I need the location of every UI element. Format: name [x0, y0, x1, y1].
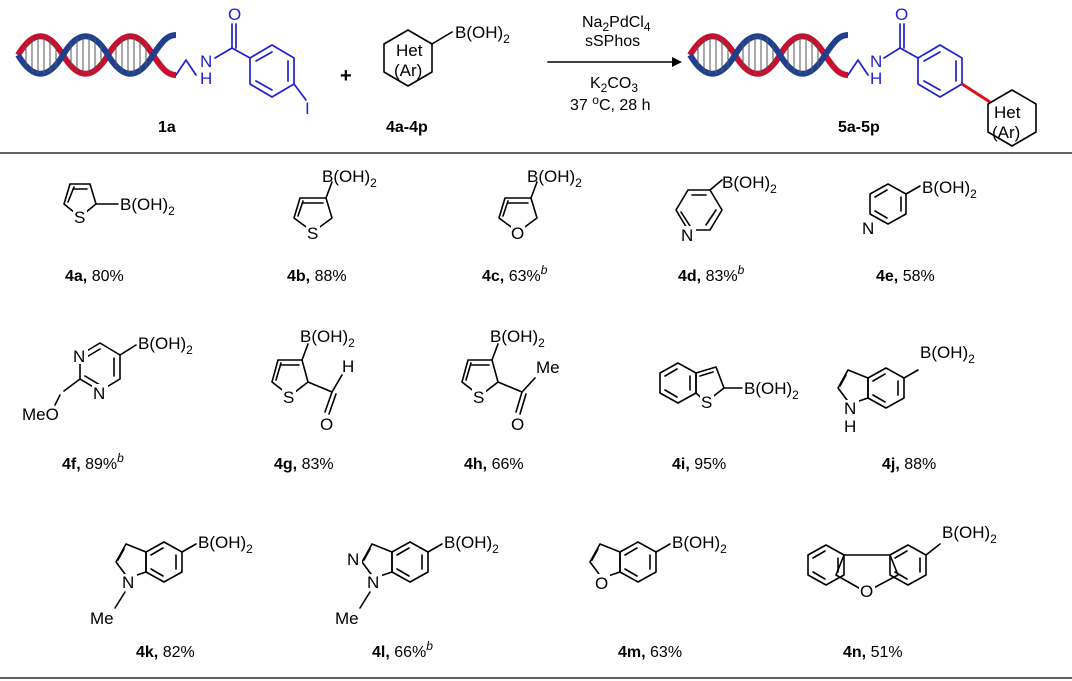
svg-text:H: H	[844, 417, 856, 436]
label-4a-4p: 4a-4p	[386, 119, 428, 136]
svg-text:H: H	[342, 357, 354, 376]
plus-sign: +	[340, 65, 352, 87]
svg-text:N: N	[93, 384, 105, 403]
dna-product	[690, 35, 848, 75]
entry-4j-label: 4j, 88%	[882, 456, 936, 473]
base-text: K2CO3	[590, 75, 638, 95]
svg-text:N: N	[122, 573, 134, 592]
reaction-arrow	[547, 57, 682, 67]
structure-4h: S B(OH)2 Me O	[461, 327, 560, 434]
svg-text:B(OH)2: B(OH)2	[455, 23, 510, 46]
structure-4k: N Me B(OH)2	[90, 533, 253, 628]
label-5a-5p: 5a-5p	[838, 119, 880, 136]
structure-4g: S B(OH)2 H O	[271, 327, 355, 434]
svg-text:MeO: MeO	[22, 405, 59, 424]
entry-4g-label: 4g, 83%	[274, 456, 334, 473]
ligand-text: sSPhos	[585, 33, 640, 50]
amide-n: N	[200, 52, 212, 71]
ar-label: (Ar)	[394, 61, 422, 80]
svg-text:S: S	[307, 224, 318, 243]
entry-4a-label: 4a, 80%	[65, 268, 124, 285]
svg-text:(Ar): (Ar)	[992, 123, 1020, 142]
labels-row2: 4f, 89%b 4g, 83% 4h, 66% 4i, 95% 4j, 88%	[62, 451, 936, 473]
svg-text:B(OH)2: B(OH)2	[672, 533, 727, 556]
svg-text:B(OH)2: B(OH)2	[490, 327, 545, 350]
svg-text:N: N	[862, 219, 874, 238]
structure-4i: S B(OH)2	[659, 362, 799, 412]
svg-text:B(OH)2: B(OH)2	[120, 195, 175, 218]
svg-text:N: N	[844, 399, 856, 418]
entry-4h-label: 4h, 66%	[464, 456, 524, 473]
carbonyl-o: O	[228, 5, 241, 24]
label-1a: 1a	[158, 119, 176, 136]
svg-text:B(OH)2: B(OH)2	[198, 533, 253, 556]
structure-4d: N B(OH)2	[675, 173, 777, 245]
svg-text:O: O	[860, 582, 873, 601]
svg-text:S: S	[74, 208, 85, 227]
structure-4e: N B(OH)2	[858, 178, 977, 238]
svg-text:O: O	[511, 224, 524, 243]
svg-text:B(OH)2: B(OH)2	[922, 178, 977, 201]
entry-4e-label: 4e, 58%	[876, 268, 935, 285]
svg-text:B(OH)2: B(OH)2	[300, 327, 355, 350]
svg-text:N: N	[73, 347, 85, 366]
svg-text:S: S	[283, 388, 294, 407]
svg-text:O: O	[595, 574, 608, 593]
svg-text:O: O	[895, 5, 908, 24]
structure-4a: S B(OH)2	[63, 183, 175, 227]
svg-text:B(OH)2: B(OH)2	[444, 533, 499, 556]
entry-4l-label: 4l, 66%b	[372, 639, 433, 661]
entry-4c-label: 4c, 63%b	[482, 263, 548, 285]
svg-text:Me: Me	[536, 358, 560, 377]
catalyst-text: Na2PdCl4	[582, 14, 651, 34]
svg-text:N: N	[347, 550, 359, 569]
entry-4d-label: 4d, 83%b	[678, 263, 745, 285]
svg-text:B(OH)2: B(OH)2	[722, 173, 777, 196]
svg-text:Het: Het	[994, 103, 1021, 122]
structure-4j: N H B(OH)2	[837, 343, 975, 436]
het-label: Het	[396, 41, 423, 60]
svg-text:N: N	[367, 573, 379, 592]
svg-text:B(OH)2: B(OH)2	[942, 523, 997, 546]
entry-4b-label: 4b, 88%	[287, 268, 347, 285]
svg-text:B(OH)2: B(OH)2	[920, 343, 975, 366]
entry-4i-label: 4i, 95%	[672, 456, 726, 473]
entry-4k-label: 4k, 82%	[136, 644, 195, 661]
dna-reactant	[18, 35, 176, 75]
iodine: I	[305, 99, 310, 118]
structure-4l: N N Me B(OH)2	[335, 533, 499, 628]
structure-4n: O B(OH)2	[807, 523, 997, 601]
structure-4f: N N MeO B(OH)2	[22, 334, 193, 424]
svg-text:O: O	[320, 415, 333, 434]
svg-text:Me: Me	[90, 609, 114, 628]
svg-text:B(OH)2: B(OH)2	[527, 167, 582, 190]
svg-text:B(OH)2: B(OH)2	[138, 334, 193, 357]
amide-h: H	[200, 69, 212, 88]
conditions-text: 37 oC, 28 h	[570, 93, 651, 114]
reactant-1a-structure: N H O I	[175, 5, 310, 118]
labels-row1: 4a, 80% 4b, 88% 4c, 63%b 4d, 83%b 4e, 58…	[65, 263, 935, 285]
reactant-4-structure: Het (Ar) B(OH)2	[383, 23, 510, 87]
entry-4m-label: 4m, 63%	[618, 644, 682, 661]
svg-text:O: O	[511, 415, 524, 434]
entry-4n-label: 4n, 51%	[843, 644, 903, 661]
entry-4f-label: 4f, 89%b	[62, 451, 124, 473]
structure-4m: O B(OH)2	[589, 533, 727, 593]
svg-text:S: S	[701, 393, 712, 412]
structure-4b: S B(OH)2	[293, 167, 377, 243]
svg-text:B(OH)2: B(OH)2	[744, 379, 799, 402]
svg-text:N: N	[681, 226, 693, 245]
structure-4c: O B(OH)2	[498, 167, 582, 243]
product-structure: N H O Het (Ar)	[847, 5, 1037, 147]
svg-text:S: S	[473, 388, 484, 407]
svg-text:B(OH)2: B(OH)2	[322, 167, 377, 190]
labels-row3: 4k, 82% 4l, 66%b 4m, 63% 4n, 51%	[136, 639, 903, 661]
svg-text:H: H	[870, 69, 882, 88]
svg-text:Me: Me	[335, 609, 359, 628]
svg-text:N: N	[870, 52, 882, 71]
